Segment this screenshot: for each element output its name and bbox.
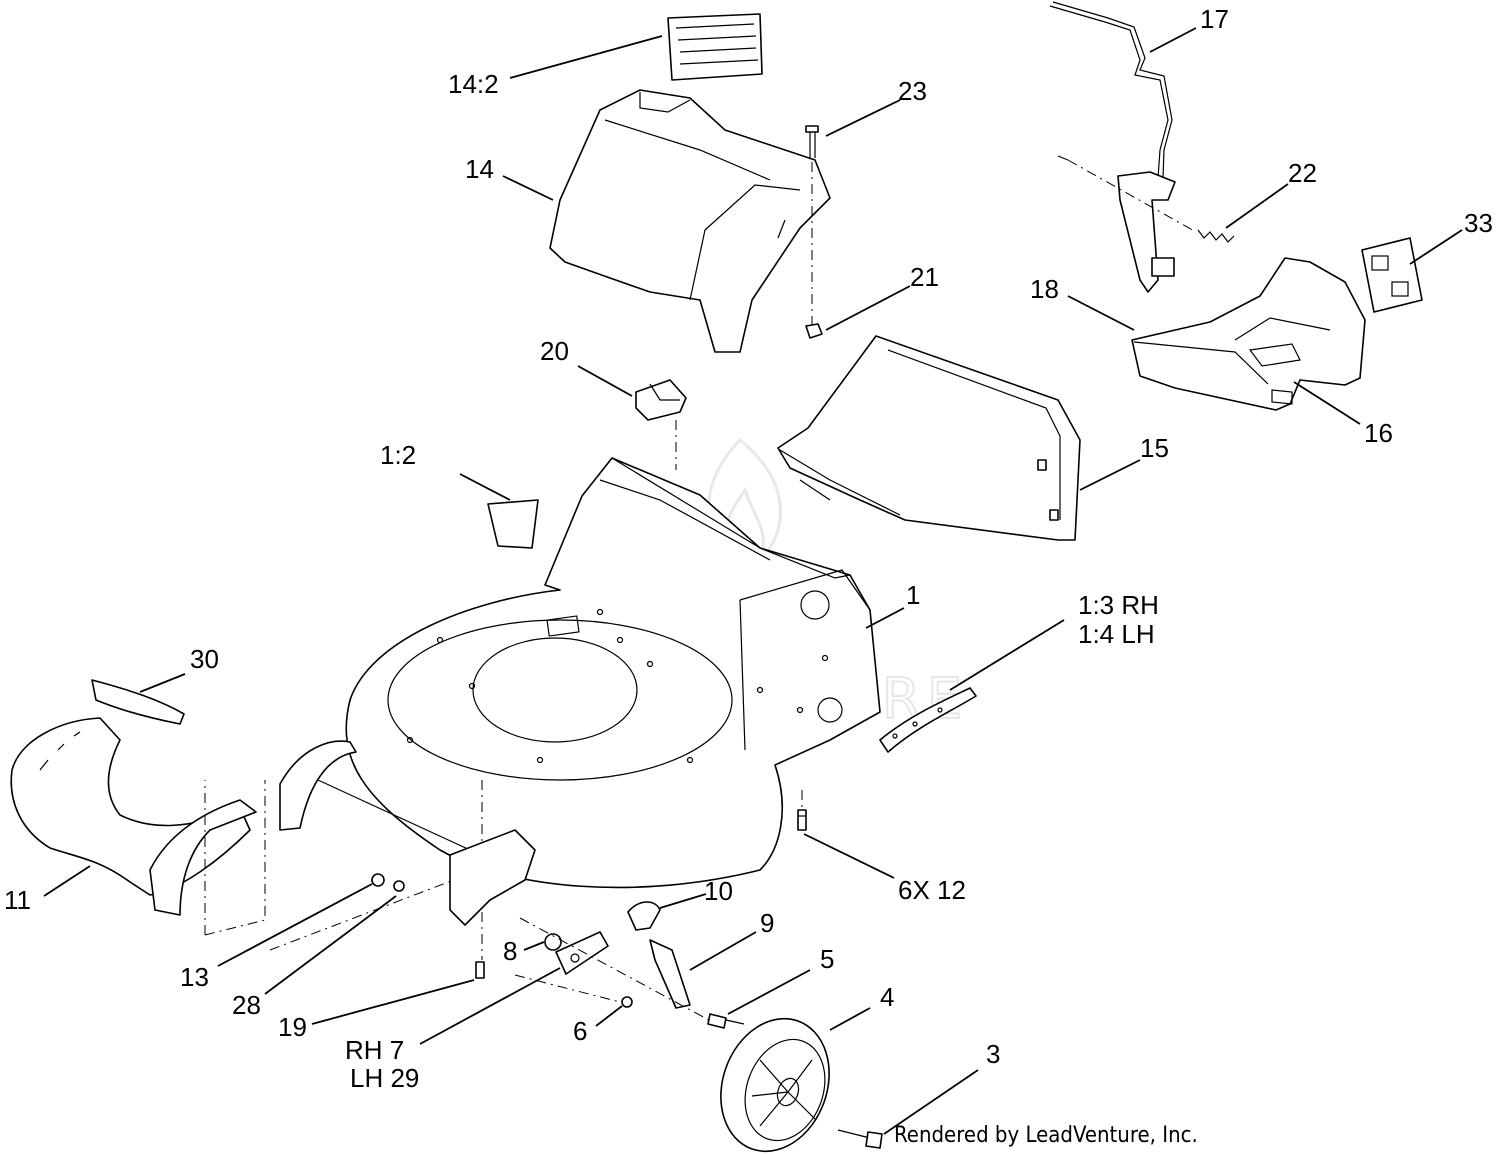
label-11: 11 xyxy=(4,885,31,915)
label-29: LH 29 xyxy=(350,1063,419,1093)
label-10: 10 xyxy=(704,876,733,906)
label-16: 16 xyxy=(1364,418,1393,448)
label-20: 20 xyxy=(540,336,569,366)
part-21-nut xyxy=(805,323,823,339)
label-1-3: 1:3 RH xyxy=(1078,590,1159,620)
label-6: 6 xyxy=(573,1016,587,1046)
label-1-2: 1:2 xyxy=(380,440,416,470)
label-13: 13 xyxy=(180,962,209,992)
part-5-bolt xyxy=(707,1013,745,1029)
label-19: 19 xyxy=(278,1012,307,1042)
part-14-bag-cover xyxy=(549,89,831,353)
part-22-spring xyxy=(1197,229,1235,243)
part-8-washer xyxy=(544,933,562,951)
label-17: 17 xyxy=(1200,4,1229,34)
part-30-badge xyxy=(91,679,185,725)
part-11-front-skirt xyxy=(10,717,251,896)
part-3-axle-bolt xyxy=(837,1129,883,1149)
label-6x12: 6X 12 xyxy=(898,875,966,905)
part-6x12-screw xyxy=(797,809,807,831)
part-4-wheel xyxy=(720,1017,830,1153)
label-14: 14 xyxy=(465,154,494,184)
label-22: 22 xyxy=(1288,158,1317,188)
label-4: 4 xyxy=(880,982,894,1012)
label-9: 9 xyxy=(760,908,774,938)
part-22-bracket xyxy=(1057,155,1176,293)
part-9-lever xyxy=(649,939,691,1009)
part-18-rear-flap xyxy=(1131,257,1366,411)
label-28: 28 xyxy=(232,990,261,1020)
part-1-2-plug xyxy=(487,499,539,549)
label-7: RH 7 xyxy=(345,1035,404,1065)
label-14-2: 14:2 xyxy=(448,69,499,99)
part-19-screw xyxy=(475,961,485,979)
label-23: 23 xyxy=(898,76,927,106)
part-33-decal xyxy=(1361,237,1423,313)
label-15: 15 xyxy=(1140,433,1169,463)
label-1: 1 xyxy=(906,580,920,610)
part-1-3-height-strip xyxy=(879,687,977,753)
part-12-side-trim xyxy=(149,740,357,916)
label-5: 5 xyxy=(820,944,834,974)
part-28-washer xyxy=(393,880,405,892)
part-20-bumper xyxy=(635,379,687,421)
label-33: 33 xyxy=(1464,208,1493,238)
label-1-4: 1:4 LH xyxy=(1078,619,1155,649)
part-15-chute xyxy=(777,335,1081,541)
part-7-29-plate xyxy=(555,931,609,975)
label-18: 18 xyxy=(1030,274,1059,304)
label-21: 21 xyxy=(910,262,939,292)
render-credit: Rendered by LeadVenture, Inc. xyxy=(894,1123,1198,1148)
part-6-washer xyxy=(621,996,633,1008)
part-14-2-decal xyxy=(667,13,763,81)
part-wheel-bracket xyxy=(449,829,536,926)
part-23-bolt xyxy=(805,125,819,158)
label-3: 3 xyxy=(986,1039,1000,1069)
part-1-deck xyxy=(345,457,881,889)
label-30: 30 xyxy=(190,644,219,674)
part-13-nut xyxy=(371,873,385,887)
label-8: 8 xyxy=(503,936,517,966)
part-10-knob xyxy=(627,901,661,931)
leader-lines xyxy=(43,27,1463,1135)
part-labels: 17 14:2 23 14 22 33 21 18 20 16 1:2 15 1… xyxy=(4,4,1493,1093)
part-17-handle-rod xyxy=(1049,1,1173,179)
